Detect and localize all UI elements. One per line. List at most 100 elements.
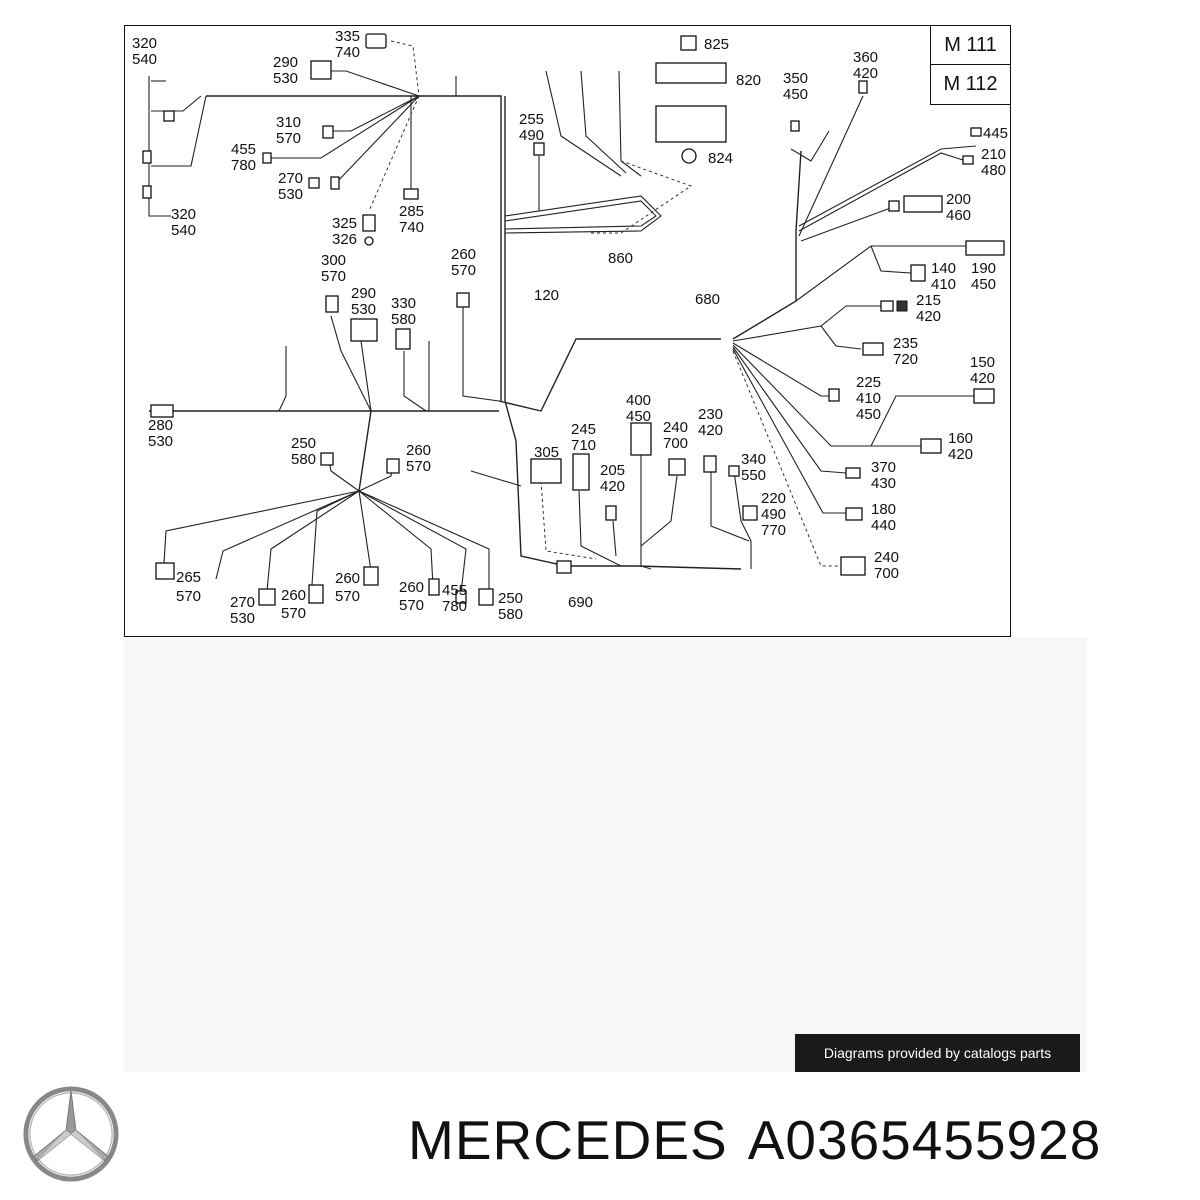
diagram-label: 120: [534, 287, 559, 304]
diagram-label: 225: [856, 374, 881, 391]
diagram-label: 245: [571, 421, 596, 438]
diagram-label: 460: [946, 207, 971, 224]
diagram-label: 455: [231, 141, 256, 158]
diagram-label: 265: [176, 569, 201, 586]
diagram-label: 215: [916, 292, 941, 309]
diagram-label: 580: [291, 451, 316, 468]
diagram-label: 550: [741, 467, 766, 484]
diagram-label: 530: [278, 186, 303, 203]
diagram-label: 420: [948, 446, 973, 463]
diagram-label: 530: [148, 433, 173, 450]
diagram-label: 770: [761, 522, 786, 539]
diagram-label: 700: [874, 565, 899, 582]
diagram-label: 180: [871, 501, 896, 518]
diagram-label: 240: [874, 549, 899, 566]
diagram-label: 320: [171, 206, 196, 223]
diagram-label: 420: [916, 308, 941, 325]
diagram-label: 205: [600, 462, 625, 479]
diagram-label: 420: [853, 65, 878, 82]
diagram-label: 530: [230, 610, 255, 627]
brand-name: MERCEDES: [408, 1109, 728, 1171]
diagram-label: 260: [406, 442, 431, 459]
diagram-label: 570: [335, 588, 360, 605]
diagram-label: 335: [335, 28, 360, 45]
diagram-label: 490: [519, 127, 544, 144]
diagram-label: 420: [600, 478, 625, 495]
diagram-label: 325: [332, 215, 357, 232]
diagram-label: 260: [451, 246, 476, 263]
diagram-label: 450: [856, 406, 881, 423]
diagram-label: 720: [893, 351, 918, 368]
diagram-label: 255: [519, 111, 544, 128]
diagram-label: 480: [981, 162, 1006, 179]
diagram-label: 270: [278, 170, 303, 187]
diagram-label: 250: [291, 435, 316, 452]
diagram-label: 285: [399, 203, 424, 220]
diagram-label: 330: [391, 295, 416, 312]
diagram-label: 825: [704, 36, 729, 53]
diagram-label: 530: [273, 70, 298, 87]
diagram-label: 210: [981, 146, 1006, 163]
wiring-harness-lines: [148, 40, 977, 600]
diagram-label: 200: [946, 191, 971, 208]
diagram-label: 410: [931, 276, 956, 293]
diagram-label: 235: [893, 335, 918, 352]
diagram-label: 440: [871, 517, 896, 534]
diagram-label: 290: [273, 54, 298, 71]
diagram-label: 570: [399, 597, 424, 614]
diagram-label: 540: [171, 222, 196, 239]
diagram-label: 570: [451, 262, 476, 279]
diagram-label: 260: [335, 570, 360, 587]
diagram-label: 280: [148, 417, 173, 434]
diagram-label: 350: [783, 70, 808, 87]
diagram-label: 570: [321, 268, 346, 285]
diagram-label: 190: [971, 260, 996, 277]
diagram-label: 580: [391, 311, 416, 328]
diagram-label: 445: [983, 125, 1008, 142]
diagram-label: 230: [698, 406, 723, 423]
model-label-m112: M 112: [930, 64, 1011, 105]
diagram-label: 860: [608, 250, 633, 267]
diagram-label: 824: [708, 150, 733, 167]
diagram-label: 690: [568, 594, 593, 611]
diagram-label: 780: [442, 598, 467, 615]
diagram-label: 140: [931, 260, 956, 277]
model-label-m111: M 111: [930, 25, 1011, 66]
diagram-label: 220: [761, 490, 786, 507]
diagram-label: 740: [335, 44, 360, 61]
diagram-label: 740: [399, 219, 424, 236]
mercedes-star-logo-icon: [23, 1086, 119, 1182]
diagram-label: 150: [970, 354, 995, 371]
